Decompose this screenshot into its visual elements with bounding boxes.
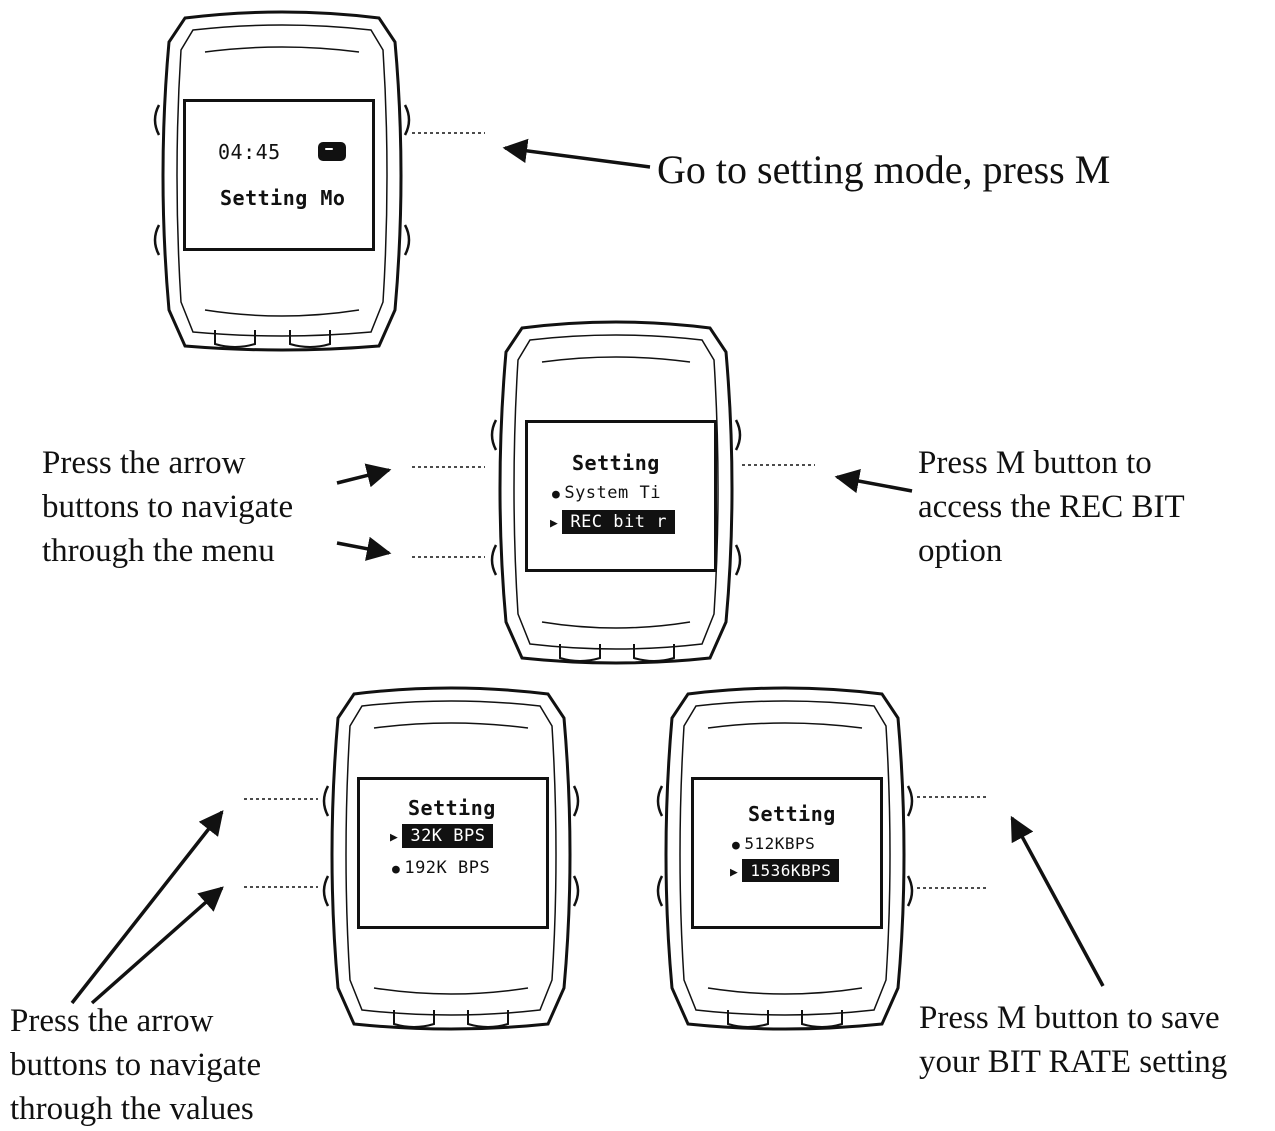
device-1-screen	[183, 99, 375, 251]
value-32k: ▶32K BPS	[390, 824, 494, 848]
caption-line: buttons to navigate	[42, 489, 294, 525]
caption-line: your BIT RATE setting	[919, 1044, 1228, 1080]
value-1536k-label: 1536KBPS	[742, 859, 840, 882]
caption-go-to-setting-mode-text: Go to setting mode, press M	[657, 147, 1111, 192]
battery-icon	[318, 142, 346, 161]
selector-arrow-icon: ▶	[390, 830, 399, 845]
menu-item-rec-bit-rate: ▶REC bit r	[550, 510, 675, 534]
setting-mode-label: Setting Mo	[220, 186, 346, 210]
bullet-icon: ●	[552, 487, 561, 502]
caption-line: Press the arrow	[42, 445, 246, 481]
caption-line: through the values	[10, 1091, 254, 1127]
caption-navigate-menu: Press the arrow buttons to navigate thro…	[42, 441, 293, 573]
menu-item-system-time-label: System Ti	[564, 483, 661, 503]
device-3-body	[322, 686, 580, 1031]
value-32k-label: 32K BPS	[402, 824, 494, 848]
bullet-icon: ●	[392, 862, 401, 877]
caption-navigate-values: Press the arrow buttons to navigate thro…	[10, 999, 261, 1131]
bullet-icon: ●	[732, 838, 741, 853]
device-1-body	[153, 10, 411, 352]
caption-access-rec-bit: Press M button to access the REC BIT opt…	[918, 441, 1185, 573]
caption-line: access the REC BIT	[918, 489, 1185, 525]
value-1536k: ▶1536KBPS	[730, 859, 840, 882]
value-192k-label: 192K BPS	[404, 858, 491, 878]
pointer-arrows	[70, 138, 1105, 1005]
caption-save-bit-rate: Press M button to save your BIT RATE set…	[919, 996, 1227, 1084]
device-4-body	[656, 686, 914, 1031]
caption-line: buttons to navigate	[10, 1047, 262, 1083]
caption-line: through the menu	[42, 533, 275, 569]
device-3-screen	[357, 777, 549, 929]
caption-line: Press the arrow	[10, 1003, 214, 1039]
dotted-leader-lines	[244, 132, 988, 889]
caption-line: Press M button to	[918, 445, 1152, 481]
value-512k: ●512KBPS	[732, 834, 815, 853]
device-4-screen	[691, 777, 883, 929]
save-title: Setting	[748, 802, 836, 826]
device-2-body	[490, 320, 742, 665]
caption-go-to-setting-mode: Go to setting mode, press M	[657, 146, 1110, 194]
selector-arrow-icon: ▶	[550, 516, 559, 531]
caption-line: Press M button to save	[919, 1000, 1220, 1036]
time-display: 04:45	[218, 140, 281, 164]
value-512k-label: 512KBPS	[744, 834, 816, 853]
menu-item-system-time: ●System Ti	[552, 483, 661, 503]
value-192k: ●192K BPS	[392, 858, 490, 878]
caption-line: option	[918, 533, 1003, 569]
menu-item-rec-bit-rate-label: REC bit r	[562, 510, 675, 534]
menu-title: Setting	[572, 451, 660, 475]
values-title: Setting	[408, 796, 496, 820]
device-2-screen	[525, 420, 717, 572]
selector-arrow-icon: ▶	[730, 865, 739, 880]
